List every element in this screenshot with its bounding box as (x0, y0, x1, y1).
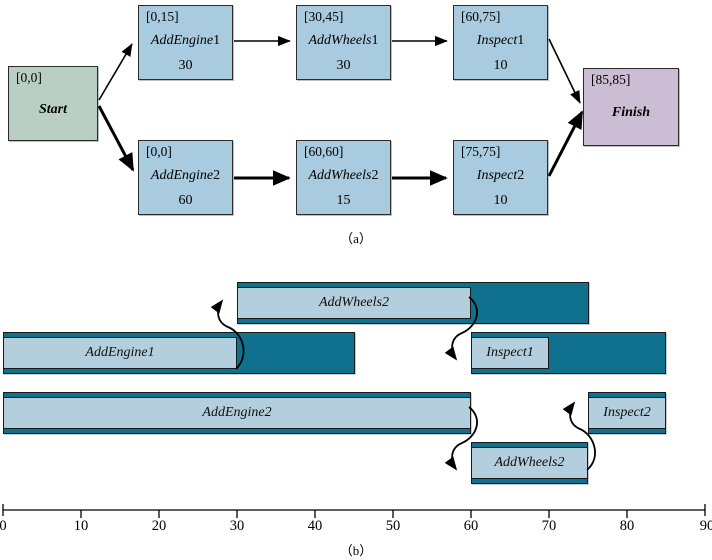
axis-tick-50: 50 (385, 518, 401, 534)
node-label: Inspect1 (476, 33, 525, 48)
node-label: AddEngine2 (150, 168, 221, 183)
node-window: [0,0] (146, 144, 172, 159)
gantt-axis (2, 504, 706, 518)
gantt-bar-label: AddWheels2 (494, 455, 565, 470)
axis-tick-30: 30 (229, 518, 245, 534)
node-window: [85,85] (591, 72, 631, 87)
network-node-inspect2[interactable]: [75,75] Inspect2 10 (453, 140, 548, 215)
axis-tick-60: 60 (463, 518, 479, 534)
node-label: AddEngine1 (150, 33, 221, 48)
node-window: [75,75] (461, 144, 501, 159)
node-window: [60,60] (304, 144, 344, 159)
node-duration: 10 (493, 58, 508, 73)
axis-tick-20: 20 (151, 518, 167, 534)
gantt-bar-duration-1[interactable]: AddEngine1 (3, 337, 237, 369)
network-node-addengine2[interactable]: [0,0] AddEngine2 60 (138, 140, 233, 215)
axis-tick-40: 40 (307, 518, 323, 534)
node-duration: 30 (336, 58, 351, 73)
network-node-addwheels2[interactable]: [60,60] AddWheels2 15 (296, 140, 391, 215)
network-node-finish[interactable]: [85,85] Finish (583, 68, 679, 146)
gantt-bar-duration-2[interactable]: Inspect1 (471, 337, 549, 369)
node-duration: 60 (178, 193, 193, 208)
node-label: Start (38, 102, 67, 117)
node-window: [60,75] (461, 9, 501, 24)
axis-tick-10: 10 (73, 518, 89, 534)
node-label: Inspect2 (476, 168, 525, 183)
gantt-bar-label: Inspect2 (603, 405, 651, 420)
gantt-bar-label: Inspect1 (486, 345, 534, 360)
panel-a-caption: （a） (340, 231, 372, 246)
node-window: [0,0] (16, 70, 42, 85)
gantt-bar-duration-0[interactable]: AddWheels2 (237, 287, 471, 319)
node-duration: 15 (336, 193, 351, 208)
axis-tick-0: 0 (0, 518, 7, 534)
node-duration: 10 (493, 193, 508, 208)
gantt-bar-duration-4[interactable]: Inspect2 (588, 397, 666, 429)
axis-tick-70: 70 (541, 518, 557, 534)
node-label: AddWheels1 (308, 33, 379, 48)
axis-tick-90: 90 (699, 518, 712, 534)
network-node-inspect1[interactable]: [60,75] Inspect1 10 (453, 5, 548, 80)
gantt-bar-label: AddEngine1 (85, 345, 155, 360)
gantt-dependency-arrows (210, 296, 596, 471)
node-window: [0,15] (146, 9, 179, 24)
gantt-bar-duration-5[interactable]: AddWheels2 (471, 447, 588, 479)
network-edges (97, 35, 584, 186)
axis-tick-80: 80 (619, 518, 635, 534)
panel-b-caption: （b） (339, 543, 373, 558)
node-duration: 30 (178, 58, 193, 73)
network-node-addwheels1[interactable]: [30,45] AddWheels1 30 (296, 5, 391, 80)
network-node-addengine1[interactable]: [0,15] AddEngine1 30 (138, 5, 233, 80)
node-label: AddWheels2 (308, 168, 379, 183)
node-label: Finish (611, 105, 651, 120)
gantt-bar-label: AddWheels2 (319, 295, 389, 310)
gantt-bar-duration-3[interactable]: AddEngine2 (3, 397, 471, 429)
network-node-start[interactable]: [0,0] Start (8, 66, 98, 141)
gantt-bar-label: AddEngine2 (202, 405, 272, 420)
node-window: [30,45] (304, 9, 344, 24)
